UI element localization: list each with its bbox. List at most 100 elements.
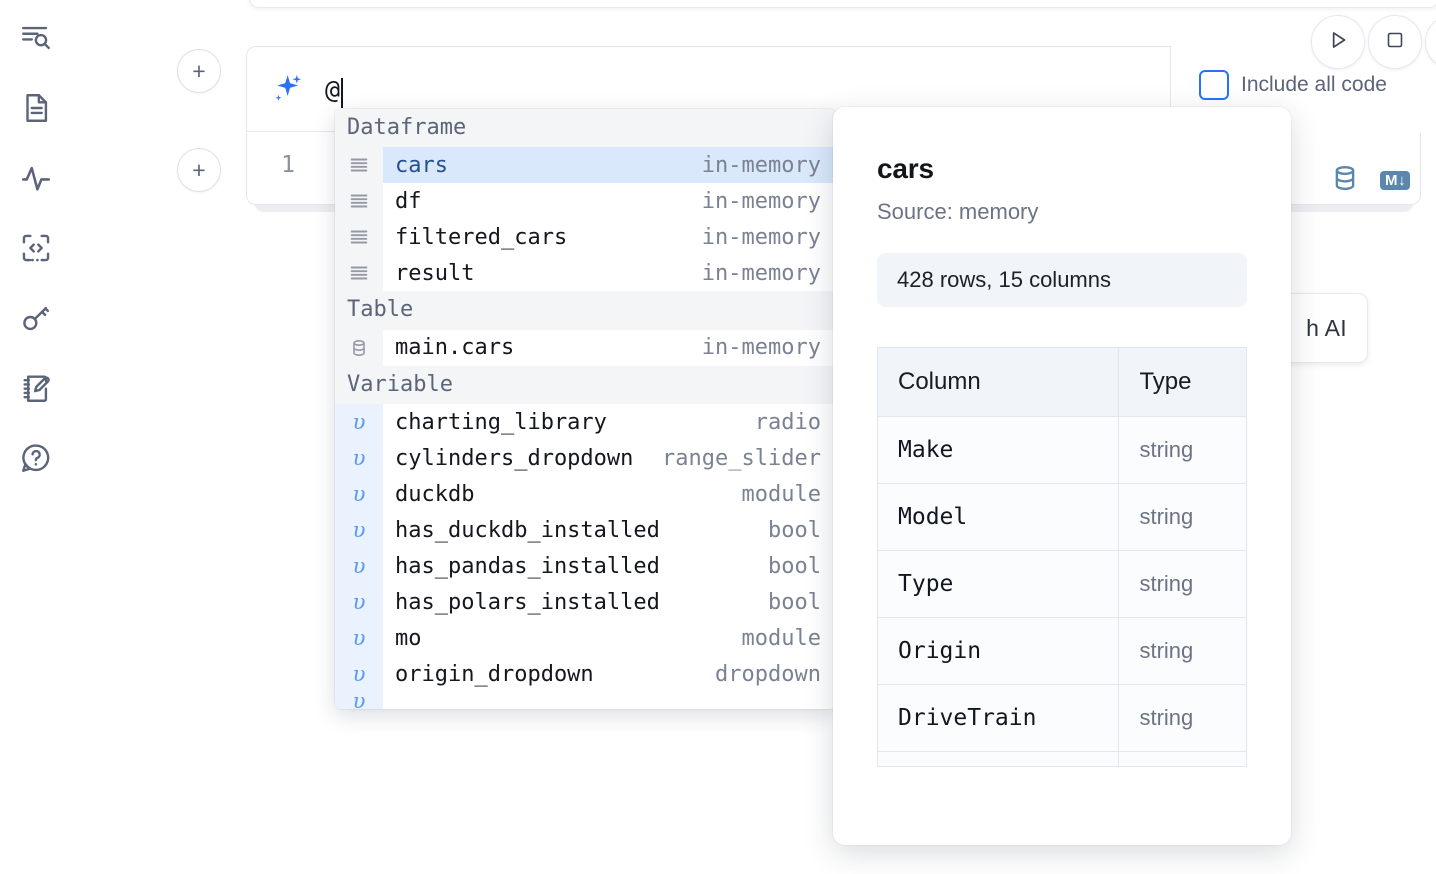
add-cell-button-top[interactable]: + (177, 49, 221, 93)
dataframe-icon (335, 183, 383, 220)
sidebar-rail (0, 0, 72, 874)
autocomplete-item-name: main.cars (395, 335, 515, 361)
table-row: Origin string (876, 617, 1247, 685)
autocomplete-item[interactable]: df in-memory (335, 183, 835, 220)
sidebar-item-activity-pulse[interactable] (12, 154, 60, 202)
sidebar-item-scratchpad-edit[interactable] (12, 364, 60, 412)
variable-icon: υ (335, 404, 383, 441)
scratchpad-edit-icon (19, 371, 53, 405)
markdown-badge-arrow: ↓ (1398, 172, 1406, 189)
ai-prompt-value: @ (325, 74, 340, 104)
sidebar-item-help-chat[interactable] (12, 434, 60, 482)
explore-search-icon (19, 21, 53, 55)
notebook-file-icon (19, 91, 53, 125)
autocomplete-item[interactable]: cars in-memory (335, 147, 835, 184)
ai-prompt-input[interactable]: @ (325, 66, 1170, 112)
autocomplete-item[interactable]: υ duckdb module (335, 476, 835, 513)
autocomplete-item-type: radio (754, 409, 821, 435)
sidebar-item-notebook-file[interactable] (12, 84, 60, 132)
autocomplete-dropdown[interactable]: Dataframe cars in-memory df (335, 109, 835, 709)
variable-icon: υ (335, 584, 383, 621)
autocomplete-item-name: has_pandas_installed (395, 553, 660, 579)
cell-column-type: string (1118, 550, 1247, 618)
autocomplete-item[interactable]: υ has_polars_installed bool (335, 584, 835, 621)
preview-schema-table: Column Type Make string Model string Typ… (876, 347, 1247, 767)
autocomplete-item[interactable]: result in-memory (335, 255, 835, 292)
square-stop-icon (1383, 28, 1407, 57)
cell-column-name: Make (876, 416, 1120, 484)
top-panel-edge (249, 0, 1436, 8)
stop-button[interactable] (1368, 15, 1422, 69)
table-header-row: Column Type (876, 347, 1247, 417)
database-icon[interactable] (1330, 163, 1360, 198)
cell-column-type: string (1118, 483, 1247, 551)
autocomplete-item-type: dropdown (715, 661, 821, 687)
dataframe-icon (335, 255, 383, 292)
autocomplete-item-type: in-memory (701, 260, 821, 286)
sidebar-item-embed-code[interactable] (12, 224, 60, 272)
autocomplete-item-name: cylinders_dropdown (395, 445, 634, 471)
add-cell-button-bottom[interactable]: + (177, 148, 221, 192)
markdown-badge[interactable]: M↓ (1380, 171, 1411, 190)
table-row: Model string (876, 483, 1247, 551)
markdown-badge-letter: M (1385, 172, 1398, 189)
variable-icon: υ (335, 620, 383, 657)
help-chat-icon (19, 441, 53, 475)
table-icon (335, 329, 383, 366)
text-caret (340, 78, 343, 108)
sidebar-item-key[interactable] (12, 294, 60, 342)
autocomplete-item[interactable]: υ cylinders_dropdown range_slider (335, 440, 835, 477)
autocomplete-item-name: has_polars_installed (395, 589, 660, 615)
autocomplete-item-name: duckdb (395, 481, 475, 507)
include-all-code-checkbox[interactable] (1199, 70, 1229, 100)
autocomplete-item-clipped[interactable]: υ (335, 692, 835, 709)
cell-line-number: 1 (281, 152, 295, 178)
more-actions-button[interactable] (1425, 15, 1436, 69)
table-row: DriveTrain string (876, 684, 1247, 752)
embed-code-icon (19, 231, 53, 265)
autocomplete-item-type: in-memory (701, 152, 821, 178)
autocomplete-item[interactable]: filtered_cars in-memory (335, 219, 835, 256)
variable-icon: υ (335, 692, 383, 709)
preview-stats-badge: 428 rows, 15 columns (877, 253, 1247, 307)
autocomplete-group-label: Table (335, 291, 835, 330)
autocomplete-item-name: cars (395, 152, 448, 178)
cell-column-type: string (1118, 684, 1247, 752)
plus-icon: + (192, 156, 206, 183)
autocomplete-item-name: mo (395, 625, 422, 651)
autocomplete-group-label: Variable (335, 365, 835, 405)
sidebar-item-explore-search[interactable] (12, 14, 60, 62)
autocomplete-item[interactable]: main.cars in-memory (335, 329, 835, 366)
autocomplete-item-type: range_slider (662, 445, 821, 471)
autocomplete-item-type: bool (768, 553, 821, 579)
cell-column-type: string (1118, 617, 1247, 685)
autocomplete-item-type: in-memory (701, 224, 821, 250)
autocomplete-item[interactable]: υ has_duckdb_installed bool (335, 512, 835, 549)
activity-pulse-icon (19, 161, 53, 195)
autocomplete-item[interactable]: υ charting_library radio (335, 404, 835, 441)
autocomplete-item-type: bool (768, 517, 821, 543)
variable-icon: υ (335, 548, 383, 585)
autocomplete-item-type: module (741, 481, 821, 507)
include-all-code-row[interactable]: Include all code (1199, 70, 1387, 100)
autocomplete-group-label: Dataframe (335, 109, 835, 148)
autocomplete-item[interactable]: υ mo module (335, 620, 835, 657)
variable-icon: υ (335, 656, 383, 693)
play-icon (1325, 27, 1351, 58)
cell-column-name: Model (876, 483, 1120, 551)
cell-badges: M↓ (1330, 163, 1411, 198)
autocomplete-item[interactable]: υ origin_dropdown dropdown (335, 656, 835, 693)
key-icon (19, 301, 53, 335)
variable-icon: υ (335, 476, 383, 513)
table-row: Type string (876, 550, 1247, 618)
autocomplete-item-type: in-memory (701, 335, 821, 361)
autocomplete-item-type: bool (768, 589, 821, 615)
cell-column-name: DriveTrain (876, 684, 1120, 752)
dataframe-preview-panel: cars Source: memory 428 rows, 15 columns… (833, 107, 1291, 845)
variable-icon: υ (335, 440, 383, 477)
run-button[interactable] (1311, 15, 1365, 69)
cell-column-name: Origin (876, 617, 1120, 685)
include-all-code-label: Include all code (1241, 73, 1387, 96)
autocomplete-item[interactable]: υ has_pandas_installed bool (335, 548, 835, 585)
preview-title: cars (877, 153, 934, 184)
